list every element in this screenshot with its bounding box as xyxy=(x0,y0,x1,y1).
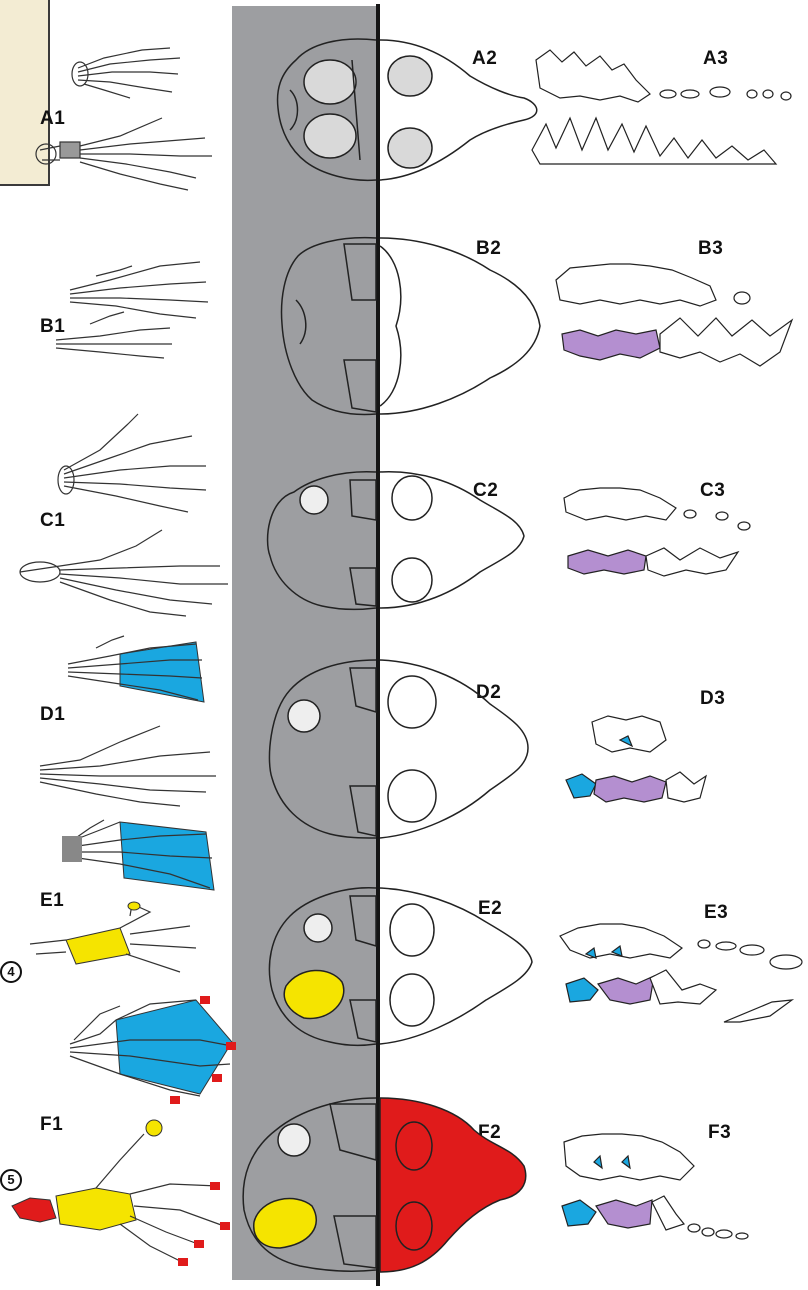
teeth-f3-upper xyxy=(564,1134,694,1180)
hand-f1 xyxy=(12,1120,230,1266)
skull-f-ventral xyxy=(243,1098,376,1271)
teeth-f3-lower xyxy=(562,1196,748,1239)
skull-f-dorsal-red xyxy=(380,1098,526,1272)
